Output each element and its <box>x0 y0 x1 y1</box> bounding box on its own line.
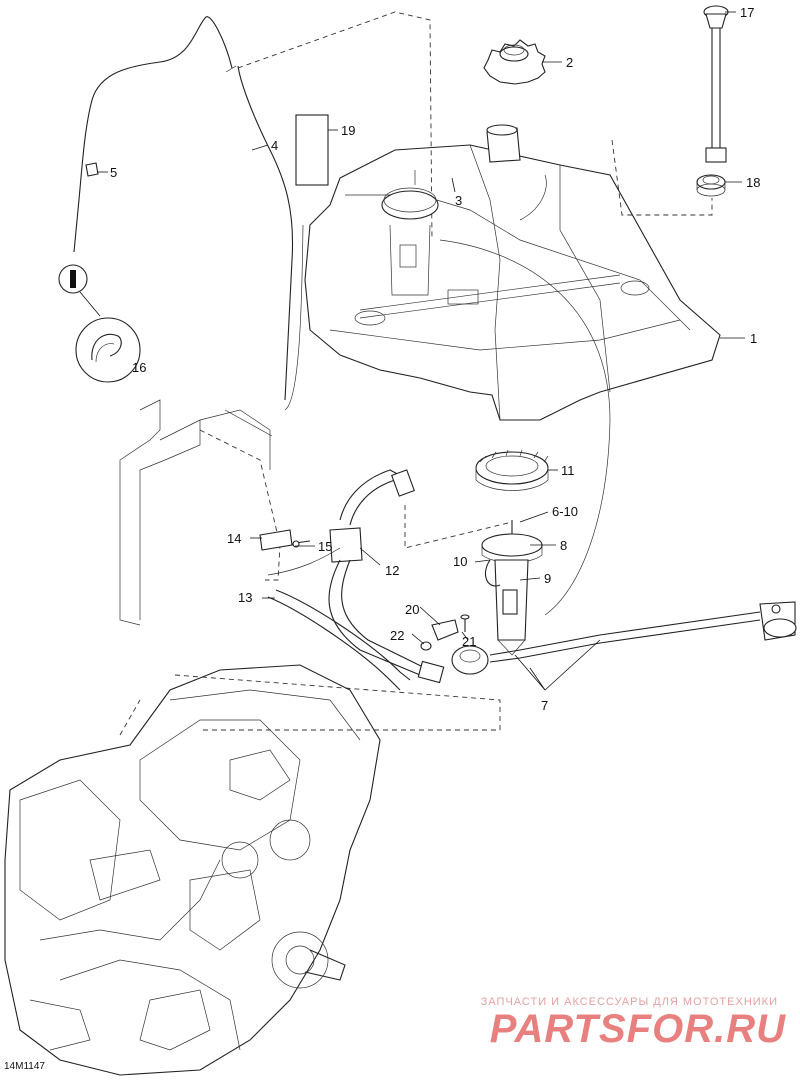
callout-1: 1 <box>750 331 757 346</box>
fuel-cap <box>483 39 546 85</box>
clip <box>85 162 99 177</box>
drawing-id: 14M1147 <box>4 1061 45 1072</box>
callout-9: 9 <box>544 571 551 586</box>
fuel-pump-module <box>481 520 543 656</box>
callout-14: 14 <box>227 531 241 546</box>
callout-12: 12 <box>385 563 399 578</box>
hose-detail <box>58 264 141 383</box>
watermark-tagline: ЗАПЧАСТИ И АКСЕССУАРЫ ДЛЯ МОТОТЕХНИКИ <box>480 996 778 1008</box>
callout-21: 21 <box>462 634 476 649</box>
callout-22: 22 <box>390 628 404 643</box>
callout-2: 2 <box>566 55 573 70</box>
fuel-tank <box>304 124 721 421</box>
callouts: 1 2 3 4 5 6-10 7 8 9 10 11 12 13 14 15 1… <box>110 5 760 713</box>
fuel-hose-assembly <box>328 469 445 684</box>
callout-8: 8 <box>560 538 567 553</box>
callout-6-10: 6-10 <box>552 504 578 519</box>
routing-lines <box>119 11 713 736</box>
engine <box>4 664 381 1076</box>
callout-7: 7 <box>541 698 548 713</box>
callout-11: 11 <box>561 463 575 478</box>
watermark-brand: PARTSFOR.RU <box>489 1007 786 1051</box>
callout-17: 17 <box>740 5 754 20</box>
callout-5: 5 <box>110 165 117 180</box>
leader-lines <box>97 11 745 691</box>
bolt <box>460 614 470 632</box>
grommet <box>696 174 726 197</box>
fuel-gauge-sender <box>703 5 729 163</box>
locking-ring <box>475 449 549 491</box>
bracket <box>259 529 293 551</box>
callout-20: 20 <box>405 602 419 617</box>
callout-10: 10 <box>453 554 467 569</box>
vehicle-frame <box>119 399 281 626</box>
fuel-return-hose <box>267 589 411 691</box>
fuel-pickup-assembly <box>451 601 797 675</box>
label-plate <box>295 114 329 186</box>
screw <box>292 540 311 548</box>
callout-18: 18 <box>746 175 760 190</box>
callout-13: 13 <box>238 590 252 605</box>
callout-16: 16 <box>132 360 146 375</box>
callout-4: 4 <box>271 138 278 153</box>
callout-3: 3 <box>455 193 462 208</box>
callout-19: 19 <box>341 123 355 138</box>
clamp <box>431 619 459 641</box>
vent-hose <box>73 16 294 401</box>
callout-15: 15 <box>318 539 332 554</box>
line-to-pump <box>267 547 341 576</box>
